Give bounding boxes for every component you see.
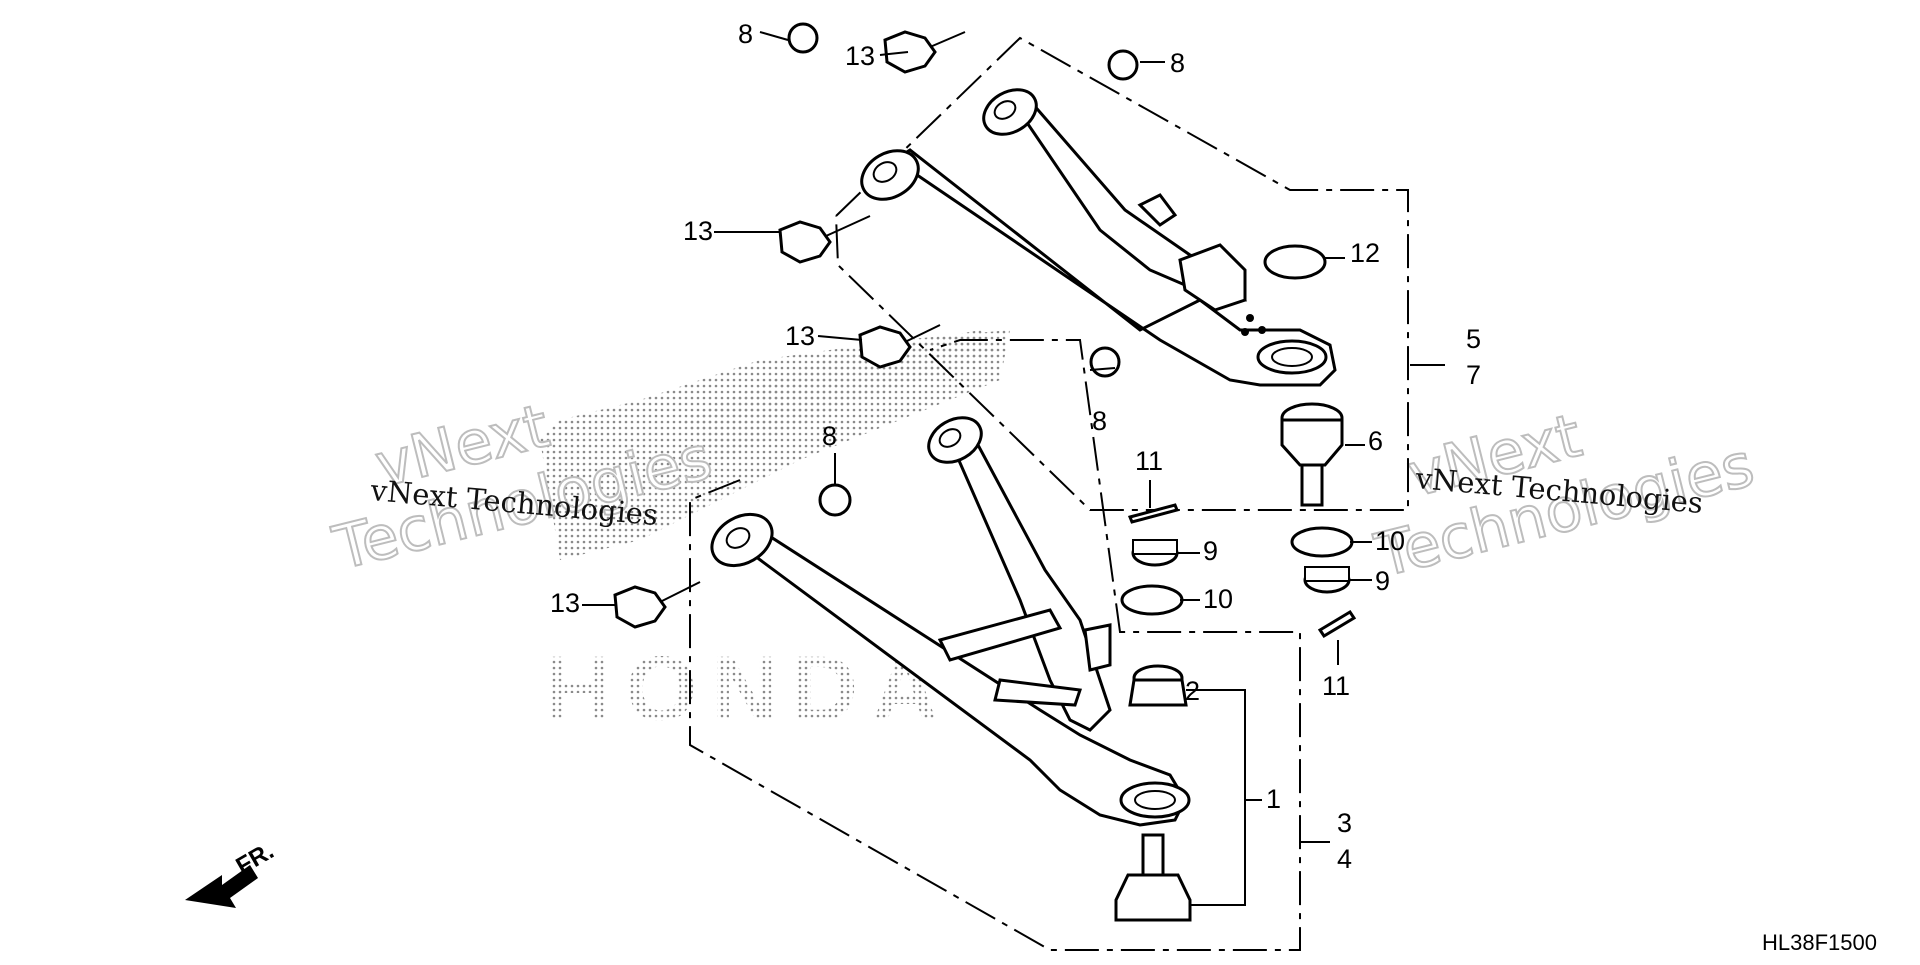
callout-8-b: 8 (1170, 48, 1185, 78)
callout-5: 5 (1466, 324, 1481, 354)
callout-7: 7 (1466, 360, 1481, 390)
castle-nut-9-a (1131, 539, 1179, 567)
ball-joint-lower-1 (1114, 833, 1192, 922)
upper-arm-group-bracket (835, 36, 1409, 511)
brand-mark-text: HONDA (545, 638, 952, 740)
washer-10-a (1120, 584, 1184, 616)
callout-2: 2 (1185, 676, 1200, 706)
brand-logo-stipple: HONDA (540, 330, 1010, 740)
nut-8-d (818, 483, 852, 517)
ball-joint-upper-6 (1280, 402, 1344, 507)
callout-6: 6 (1368, 426, 1383, 456)
callout-10-a: 10 (1203, 584, 1233, 614)
callout-8-d: 8 (822, 421, 837, 451)
bolt-13-c (858, 324, 941, 369)
callout-13-a: 13 (845, 41, 875, 71)
cotter-pin-11-a (1127, 503, 1180, 524)
castle-nut-9-b (1303, 566, 1351, 594)
front-direction-arrow-icon: FR. (185, 837, 278, 908)
callout-1: 1 (1266, 784, 1281, 814)
callout-9-b: 9 (1375, 566, 1390, 596)
bolt-13-a (778, 215, 871, 264)
leader-lines (582, 31, 1445, 906)
callout-12: 12 (1350, 238, 1380, 268)
nut-8-b (1107, 49, 1139, 81)
callout-13-c: 13 (785, 321, 815, 351)
nut-8-a (787, 22, 819, 54)
lower-a-arm (710, 416, 1191, 827)
nut-8-c (1089, 346, 1121, 378)
bolt-13-b (883, 30, 966, 74)
cotter-pin-11-b (1317, 609, 1357, 639)
lower-arm-group-bracket (689, 339, 1301, 951)
callout-11-b: 11 (1322, 671, 1350, 701)
callout-13-b: 13 (683, 216, 713, 246)
callout-10-b: 10 (1375, 526, 1405, 556)
callouts: 8 13 8 13 12 5 7 13 8 6 8 11 9 10 10 9 1… (550, 19, 1481, 874)
circlip-12 (1263, 244, 1327, 280)
diagram-code: HL38F1500 (1762, 930, 1877, 955)
callout-4: 4 (1337, 844, 1352, 874)
callout-3: 3 (1337, 808, 1352, 838)
callout-8-c: 8 (1092, 406, 1107, 436)
callout-8-a: 8 (738, 19, 753, 49)
upper-a-arm (860, 88, 1337, 387)
watermark-left: vNext Technologies (326, 390, 720, 585)
washer-10-b (1290, 526, 1354, 558)
bolt-13-d (613, 581, 701, 629)
callout-9-a: 9 (1203, 536, 1218, 566)
callout-11-a: 11 (1135, 446, 1163, 476)
callout-13-d: 13 (550, 588, 580, 618)
dust-boot-2 (1128, 664, 1188, 707)
